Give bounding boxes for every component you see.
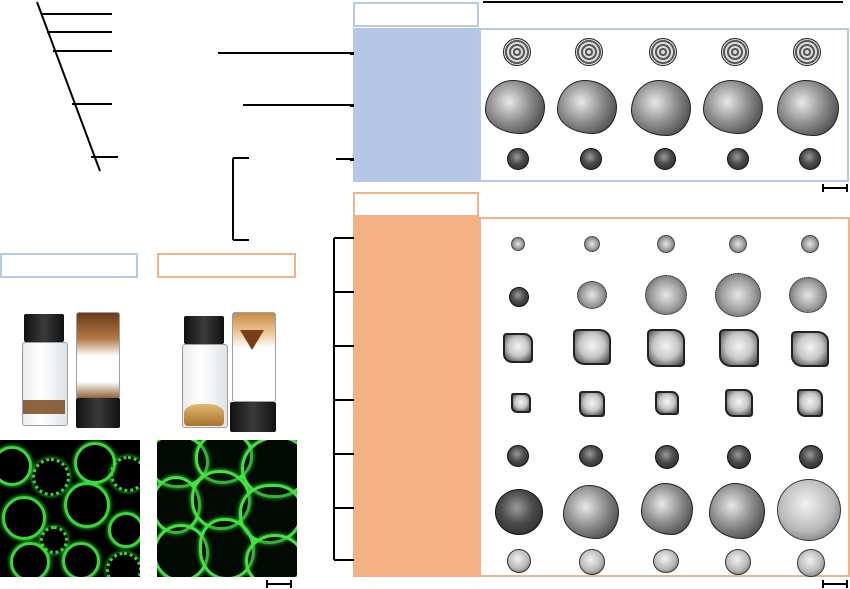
- pollen-grain: [579, 391, 605, 417]
- blue-group-bar: [353, 28, 479, 182]
- tick-mark: [350, 158, 354, 161]
- scale-bar-icon: [822, 184, 848, 192]
- fluorescence-image-icon: [157, 440, 297, 577]
- pollen-grain: [791, 331, 829, 367]
- pollen-grain: [511, 237, 525, 251]
- tick-mark: [350, 104, 354, 107]
- pollen-grain: [507, 445, 529, 467]
- pollen-grain: [799, 445, 823, 469]
- vial-icon: [72, 312, 124, 430]
- vial-icon: [18, 312, 74, 430]
- pollen-grain: [793, 38, 821, 66]
- pollen-grain: [580, 148, 602, 170]
- pollen-grain: [727, 148, 749, 170]
- pollen-grain: [801, 235, 819, 253]
- pollen-grain: [563, 485, 619, 539]
- fluorescence-image-icon: [0, 440, 140, 577]
- pollen-grain: [573, 329, 611, 365]
- pollen-grain: [645, 275, 687, 315]
- pollen-grain: [703, 80, 763, 134]
- pollen-grain: [647, 329, 685, 367]
- pollen-grain: [719, 329, 759, 367]
- pollen-grain: [495, 489, 543, 535]
- header-rule: [483, 1, 843, 3]
- pollen-grain: [725, 389, 753, 417]
- pollen-grain: [727, 445, 751, 469]
- pollen-grain: [649, 38, 677, 66]
- pollen-grain: [653, 549, 679, 573]
- pollen-grain: [575, 38, 603, 66]
- pollen-grain: [655, 445, 679, 469]
- pollen-grain: [509, 287, 529, 307]
- tick-mark: [350, 52, 354, 55]
- orange-bracket: [333, 237, 354, 561]
- top-group-label-box: [353, 2, 479, 27]
- pollen-grain: [797, 389, 823, 417]
- pollen-grain: [657, 235, 675, 253]
- pollen-grain: [789, 277, 827, 313]
- mid-group-label-box: [353, 192, 479, 217]
- scale-bar-icon: [266, 580, 292, 588]
- pollen-grain: [579, 445, 603, 467]
- pollen-grain: [721, 38, 749, 66]
- left-blue-label-box: [0, 253, 138, 278]
- pollen-grain: [507, 148, 529, 170]
- orange-grain-panel: [479, 217, 850, 577]
- pollen-grain: [709, 483, 765, 539]
- vial-icon: [228, 312, 280, 434]
- vial-icon: [178, 314, 234, 432]
- pollen-grain: [503, 333, 533, 363]
- pollen-grain: [507, 549, 531, 573]
- pollen-grain: [777, 479, 841, 541]
- orange-group-bar: [353, 217, 479, 577]
- pollen-grain: [579, 549, 605, 575]
- pollen-grain: [777, 80, 839, 136]
- pollen-grain: [715, 273, 761, 317]
- pollen-grain: [654, 148, 676, 170]
- pollen-grain: [799, 148, 821, 170]
- pollen-grain: [641, 483, 693, 535]
- pollen-grain: [485, 80, 545, 134]
- left-orange-label-box: [157, 253, 296, 278]
- pollen-grain: [729, 235, 747, 253]
- pollen-grain: [584, 236, 600, 252]
- pollen-grain: [511, 393, 531, 413]
- pollen-grain: [655, 391, 679, 415]
- blue-grain-panel: [479, 28, 849, 182]
- pollen-grain: [557, 80, 617, 134]
- phylogenetic-tree-icon: [36, 1, 350, 241]
- pollen-grain: [503, 38, 531, 66]
- scale-bar-icon: [822, 580, 848, 588]
- pollen-grain: [797, 549, 825, 577]
- pollen-grain: [577, 281, 607, 309]
- pollen-grain: [631, 80, 691, 136]
- pollen-grain: [725, 549, 751, 575]
